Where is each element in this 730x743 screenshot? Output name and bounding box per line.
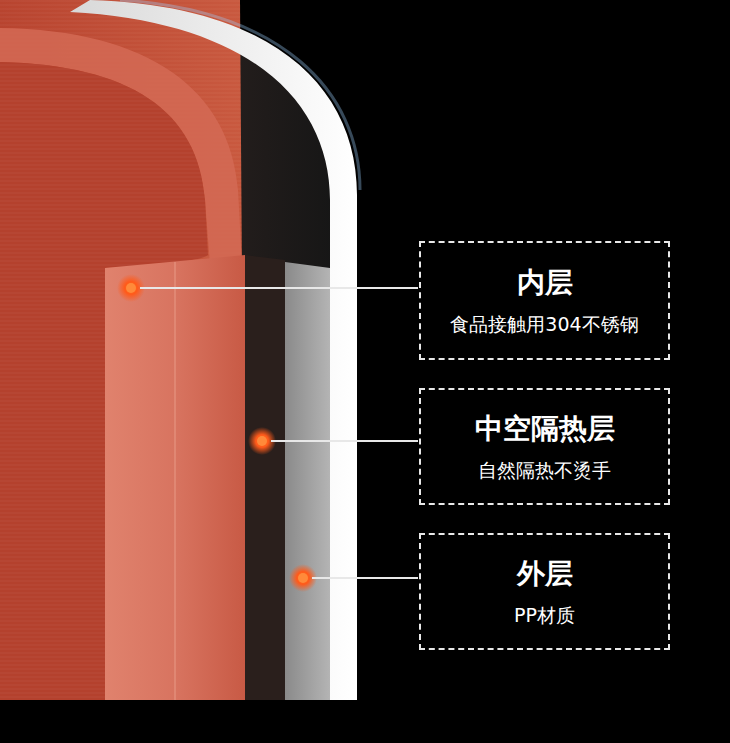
layer-title: 内层 [517, 265, 573, 300]
layer-description: 食品接触用304不锈钢 [450, 312, 638, 337]
callout-box: 中空隔热层自然隔热不烫手 [419, 388, 670, 505]
callout-box: 内层食品接触用304不锈钢 [419, 241, 670, 360]
layer-description: 自然隔热不烫手 [478, 458, 611, 483]
layer-title: 中空隔热层 [475, 411, 615, 446]
callout-box: 外层 PP材质 [419, 533, 670, 650]
layer-description: PP材质 [514, 603, 575, 628]
layer-title: 外层 [517, 556, 573, 591]
